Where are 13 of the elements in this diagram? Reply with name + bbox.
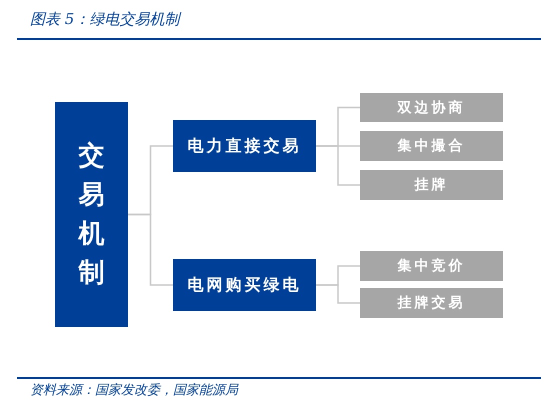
method-box: 集中撮合 — [360, 131, 503, 161]
method-box: 挂牌交易 — [360, 288, 503, 318]
connector-line — [316, 284, 360, 304]
figure-title: 图表 5：绿电交易机制 — [30, 10, 180, 29]
source-note: 资料来源：国家发改委，国家能源局 — [30, 382, 238, 399]
method-box: 集中竞价 — [360, 251, 503, 281]
connector-line — [316, 145, 360, 186]
method-box: 双边协商 — [360, 93, 503, 122]
category-box: 电力直接交易 — [173, 120, 316, 172]
connector-line — [128, 214, 173, 286]
method-box: 挂牌 — [360, 170, 503, 200]
mechanism-box: 交易机制 — [55, 102, 128, 327]
category-box: 电网购买绿电 — [173, 259, 316, 311]
